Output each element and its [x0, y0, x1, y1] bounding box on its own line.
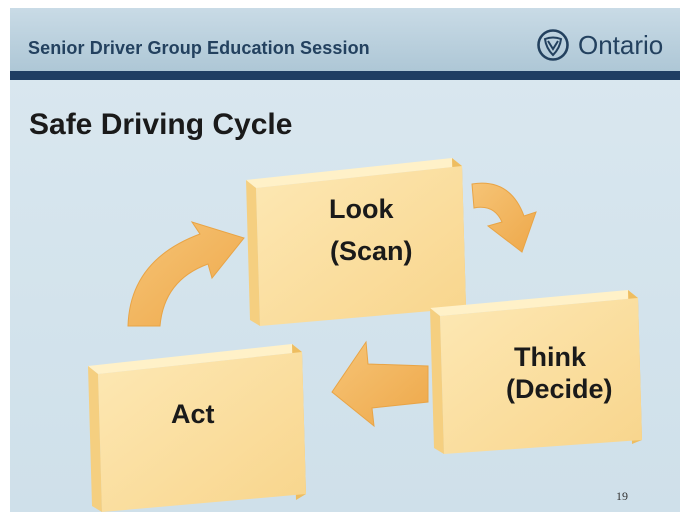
curved-arrow-icon	[127, 221, 245, 327]
step-think-sublabel: (Decide)	[506, 374, 613, 405]
page-number: 19	[616, 489, 628, 503]
cycle-box-look	[246, 158, 466, 326]
header-bar: Senior Driver Group Education Session On…	[10, 8, 680, 80]
step-act-label: Act	[171, 399, 215, 430]
left-arrow-icon	[331, 340, 429, 428]
step-look-sublabel: (Scan)	[330, 236, 413, 267]
step-act-title: Act	[171, 399, 215, 429]
slide: Senior Driver Group Education Session On…	[10, 8, 680, 512]
ontario-logo: Ontario	[536, 28, 663, 62]
step-think-title: Think	[514, 342, 586, 372]
cycle-diagram	[88, 158, 642, 512]
step-think-subtitle: (Decide)	[506, 374, 613, 404]
slide-title: Safe Driving Cycle	[29, 108, 293, 141]
step-look-label: Look	[329, 194, 394, 225]
session-title: Senior Driver Group Education Session	[28, 38, 370, 58]
trillium-icon	[537, 29, 569, 61]
cycle-box-act	[88, 344, 306, 512]
cycle-box-think	[430, 290, 642, 454]
curved-arrow-icon	[471, 182, 537, 253]
step-look-subtitle: (Scan)	[330, 236, 413, 266]
step-look-title: Look	[329, 194, 394, 224]
ontario-wordmark: Ontario	[578, 29, 664, 60]
step-think-label: Think	[514, 342, 586, 373]
